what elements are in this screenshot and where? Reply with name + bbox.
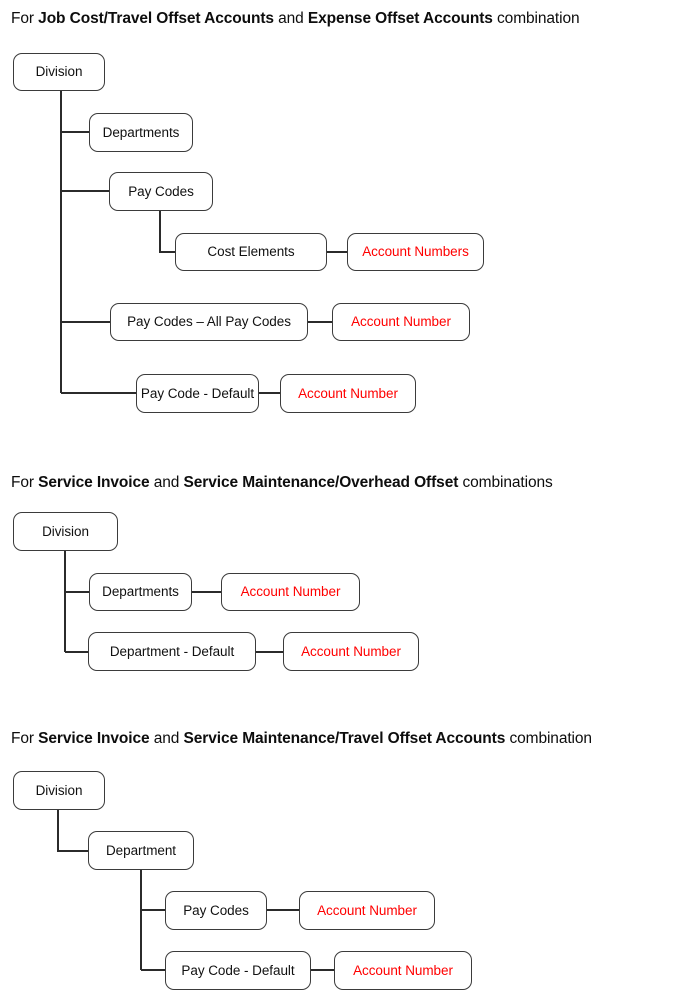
heading-bold-1: Service Invoice [38,474,150,491]
heading-suffix: combinations [458,474,553,491]
node-department[interactable]: Department [88,831,194,870]
heading-suffix: combination [492,10,580,27]
node-pay-code-default[interactable]: Pay Code - Default [136,374,259,413]
node-division[interactable]: Division [13,512,118,551]
node-account-number-pay-codes[interactable]: Account Number [299,891,435,930]
branch-department [57,810,89,852]
heading-bold-2: Expense Offset Accounts [307,10,493,27]
node-departments[interactable]: Departments [89,113,193,152]
node-pay-codes[interactable]: Pay Codes [109,172,213,211]
node-account-number-all-pay-codes[interactable]: Account Number [332,303,470,341]
heading-bold-1: Service Invoice [38,730,150,747]
node-account-numbers[interactable]: Account Numbers [347,233,484,271]
node-department-default[interactable]: Department - Default [88,632,256,671]
heading-prefix: For [11,10,39,27]
node-pay-codes[interactable]: Pay Codes [165,891,267,930]
node-departments[interactable]: Departments [89,573,192,611]
section-heading-service-invoice-overhead: For Service Invoice and Service Maintena… [11,473,553,493]
node-division[interactable]: Division [13,53,105,91]
heading-middle: and [273,10,308,27]
heading-middle: and [149,730,184,747]
branch-cost-elements [159,211,176,253]
node-account-number-departments[interactable]: Account Number [221,573,360,611]
node-division[interactable]: Division [13,771,105,810]
heading-suffix: combination [505,730,592,747]
heading-middle: and [149,474,184,491]
node-pay-codes-all-pay-codes[interactable]: Pay Codes – All Pay Codes [110,303,308,341]
heading-bold-2: Service Maintenance/Overhead Offset [183,474,459,491]
node-pay-code-default[interactable]: Pay Code - Default [165,951,311,990]
node-cost-elements[interactable]: Cost Elements [175,233,327,271]
section-heading-service-invoice-travel: For Service Invoice and Service Maintena… [11,729,592,749]
node-account-number-department-default[interactable]: Account Number [283,632,419,671]
heading-bold-1: Job Cost/Travel Offset Accounts [38,10,274,27]
heading-bold-2: Service Maintenance/Travel Offset Accoun… [183,730,506,747]
section-heading-job-cost: For Job Cost/Travel Offset Accounts and … [11,9,580,29]
node-account-number-pay-code-default[interactable]: Account Number [280,374,416,413]
heading-prefix: For [11,474,39,491]
node-account-number-pay-code-default[interactable]: Account Number [334,951,472,990]
heading-prefix: For [11,730,39,747]
